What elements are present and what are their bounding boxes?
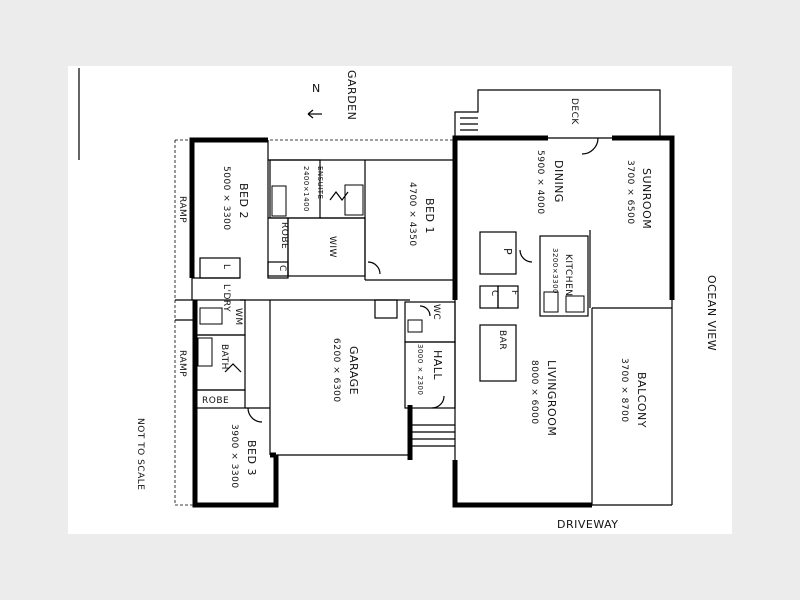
laundry-tub <box>199 307 223 325</box>
deck-outline <box>454 89 661 138</box>
robe-1-label: ROBE <box>279 222 289 249</box>
driveway-label: DRIVEWAY <box>557 518 619 531</box>
bed3-size: 3900 × 3300 <box>229 424 239 489</box>
wall-bed3 <box>192 408 279 508</box>
garage-size: 6200 × 6300 <box>331 338 341 403</box>
bar-box <box>479 324 517 382</box>
hall-door-swing <box>431 395 445 409</box>
laundry-box <box>199 257 241 279</box>
ramp-top-label: RAMP <box>177 196 187 223</box>
c-small-label: C <box>277 265 287 272</box>
wall-dining-top <box>452 135 548 300</box>
not-to-scale-label: NOT TO SCALE <box>135 418 145 490</box>
dining-size: 5900 × 4000 <box>535 150 545 215</box>
fridge-label: F <box>509 290 519 296</box>
wiw-label: WIW <box>327 236 337 258</box>
wc-door-swing <box>419 305 431 317</box>
north-arrow-icon <box>307 109 314 119</box>
living-name: LIVINGROOM <box>545 360 558 436</box>
ocean-view-label: OCEAN VIEW <box>705 275 718 351</box>
wall-bed2 <box>189 137 268 278</box>
pantry-box <box>479 231 517 275</box>
bar-label: BAR <box>497 330 507 350</box>
bed2-size: 5000 × 3300 <box>221 166 231 231</box>
kitchen-door-swing <box>519 249 533 263</box>
deck-door-swing <box>581 137 599 155</box>
wc-toilet <box>407 319 423 333</box>
cupboard-label: C <box>489 290 499 297</box>
sunroom-size: 3700 × 6500 <box>625 160 635 225</box>
ramp-bottom-label: RAMP <box>177 350 187 377</box>
deck-label: DECK <box>569 98 579 125</box>
kitchen-sink <box>543 291 559 313</box>
hall-room <box>404 341 456 409</box>
ensuite-door <box>329 191 349 201</box>
bed1-size: 4700 × 4350 <box>407 182 417 247</box>
bed2-name: BED 2 <box>237 183 250 219</box>
ensuite-shower <box>344 184 364 216</box>
ensuite-name: ENSUITE <box>316 166 324 200</box>
wm-left-label: L <box>221 264 231 270</box>
bath-tub <box>197 337 213 367</box>
hall-size: 3000 × 2300 <box>416 344 424 395</box>
garden-label: GARDEN <box>345 70 358 120</box>
north-indicator: N <box>312 82 321 95</box>
hall-name: HALL <box>431 350 444 380</box>
boundary-dash-left <box>174 140 195 506</box>
hall-cupboard <box>374 299 398 319</box>
wiw-room <box>287 217 366 277</box>
balcony-size: 3700 × 8700 <box>619 358 629 423</box>
bed3-name: BED 3 <box>245 440 258 476</box>
fridge-box <box>497 285 519 309</box>
bed1-door-swing <box>367 261 381 275</box>
wc-label: WC <box>431 304 441 320</box>
bed3-door-swing <box>247 407 263 423</box>
sunroom-name: SUNROOM <box>640 168 653 229</box>
pantry-label: P <box>501 248 514 255</box>
kitchen-cooktop <box>565 295 585 313</box>
garage-name: GARAGE <box>347 346 360 395</box>
kitchen-bench <box>539 235 589 317</box>
balcony-name: BALCONY <box>635 372 648 428</box>
wall-living-bottom <box>452 460 592 508</box>
robe-2-label: ROBE <box>202 396 229 406</box>
dining-name: DINING <box>552 160 565 203</box>
bath-label: BATH <box>219 344 229 370</box>
laundry-label: L'DRY <box>221 284 231 312</box>
ensuite-size: 2400×1400 <box>302 166 310 212</box>
c-small-box <box>267 261 289 279</box>
wall-sunroom <box>612 135 675 300</box>
kitchen-size: 3200×3300 <box>551 248 559 294</box>
bed1-name: BED 1 <box>423 198 436 234</box>
ensuite-bath <box>271 185 287 217</box>
living-size: 8000 × 6000 <box>529 360 539 425</box>
bath-door <box>224 363 242 373</box>
wm-label: WM <box>233 308 243 326</box>
kitchen-name: KITCHEN <box>563 254 573 297</box>
